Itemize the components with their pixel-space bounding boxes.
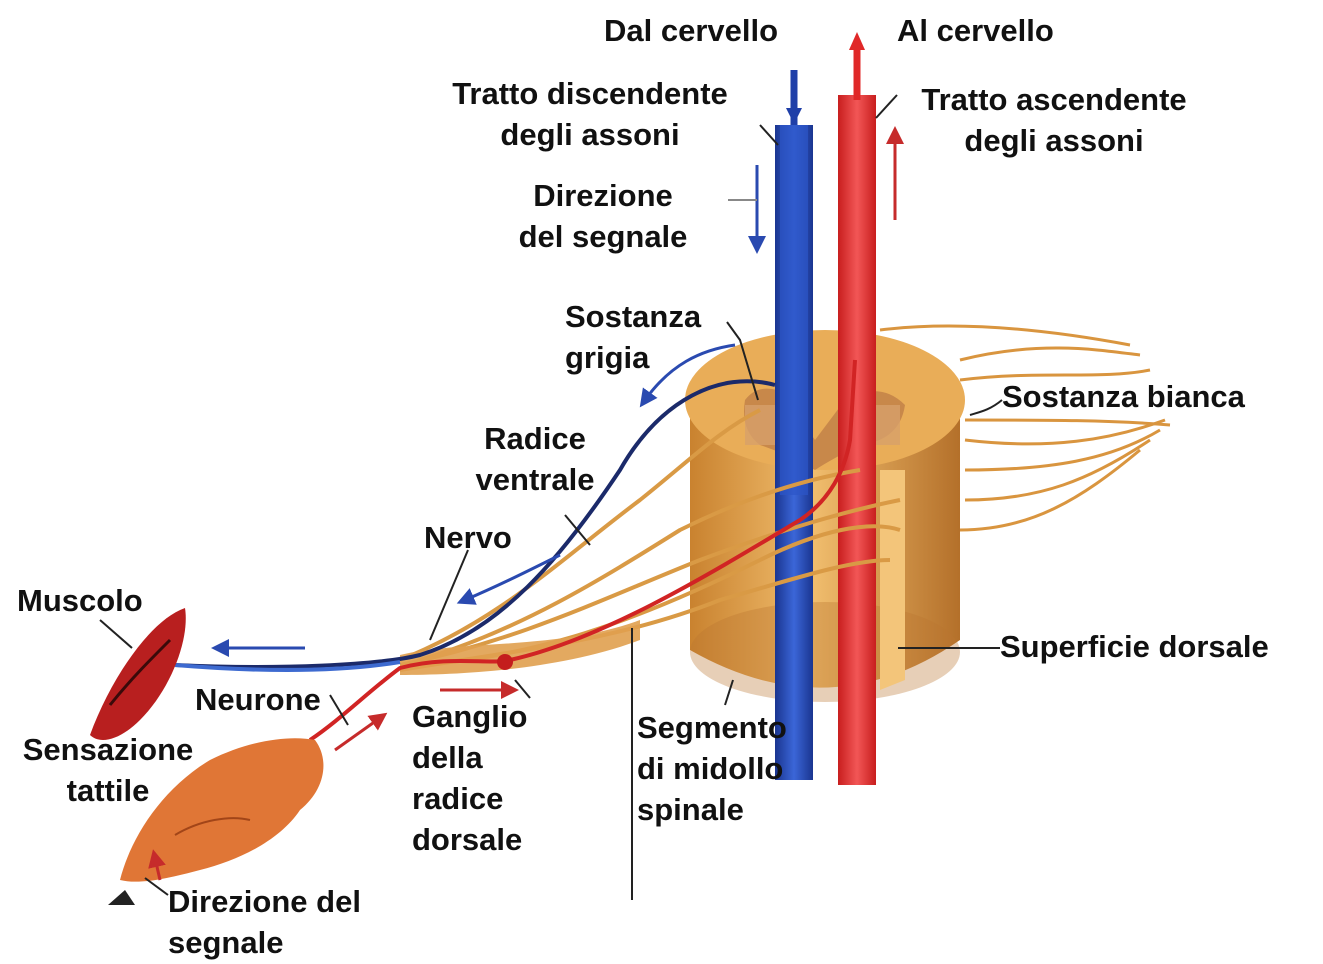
label-line: Sensazione <box>8 729 208 770</box>
label-line: degli assoni <box>895 120 1213 161</box>
label-line: spinale <box>637 789 787 830</box>
label-line: radice <box>412 778 527 819</box>
label-line: dorsale <box>412 819 527 860</box>
descending-tract <box>775 70 813 780</box>
label-dorsal-surface: Superficie dorsale <box>1000 626 1269 667</box>
label-spinal-segment: Segmento di midollo spinale <box>637 707 787 830</box>
label-gray-matter: Sostanza grigia <box>565 296 701 378</box>
label-line: grigia <box>565 337 701 378</box>
label-line: del segnale <box>498 216 708 257</box>
label-signal-direction-top: Direzione del segnale <box>498 175 708 257</box>
label-from-brain: Dal cervello <box>604 10 778 51</box>
label-line: Direzione <box>498 175 708 216</box>
spinal-cord-segment <box>685 330 965 702</box>
label-line: Direzione del <box>168 881 361 922</box>
label-line: tattile <box>8 770 208 811</box>
label-line: Ganglio <box>412 696 527 737</box>
label-ascending-tract: Tratto ascendente degli assoni <box>895 79 1213 161</box>
label-touch-sensation: Sensazione tattile <box>8 729 208 811</box>
muscle-shape <box>90 608 186 740</box>
ascending-tract <box>838 32 876 785</box>
ganglion-cell-body <box>497 654 513 670</box>
label-line: della <box>412 737 527 778</box>
label-descending-tract: Tratto discendente degli assoni <box>425 73 755 155</box>
label-line: segnale <box>168 922 361 963</box>
label-line: Tratto discendente <box>425 73 755 114</box>
label-ventral-root: Radice ventrale <box>460 418 610 500</box>
label-dorsal-root-ganglion: Ganglio della radice dorsale <box>412 696 527 860</box>
label-line: degli assoni <box>425 114 755 155</box>
label-neuron: Neurone <box>195 679 321 720</box>
label-line: Segmento <box>637 707 787 748</box>
label-nerve: Nervo <box>424 517 512 558</box>
label-line: ventrale <box>460 459 610 500</box>
label-white-matter: Sostanza bianca <box>1002 376 1245 417</box>
label-muscle: Muscolo <box>17 580 143 621</box>
label-to-brain: Al cervello <box>897 10 1054 51</box>
label-line: Sostanza <box>565 296 701 337</box>
label-line: Tratto ascendente <box>895 79 1213 120</box>
label-line: di midollo <box>637 748 787 789</box>
label-line: Radice <box>460 418 610 459</box>
label-signal-direction-bottom: Direzione del segnale <box>168 881 361 963</box>
